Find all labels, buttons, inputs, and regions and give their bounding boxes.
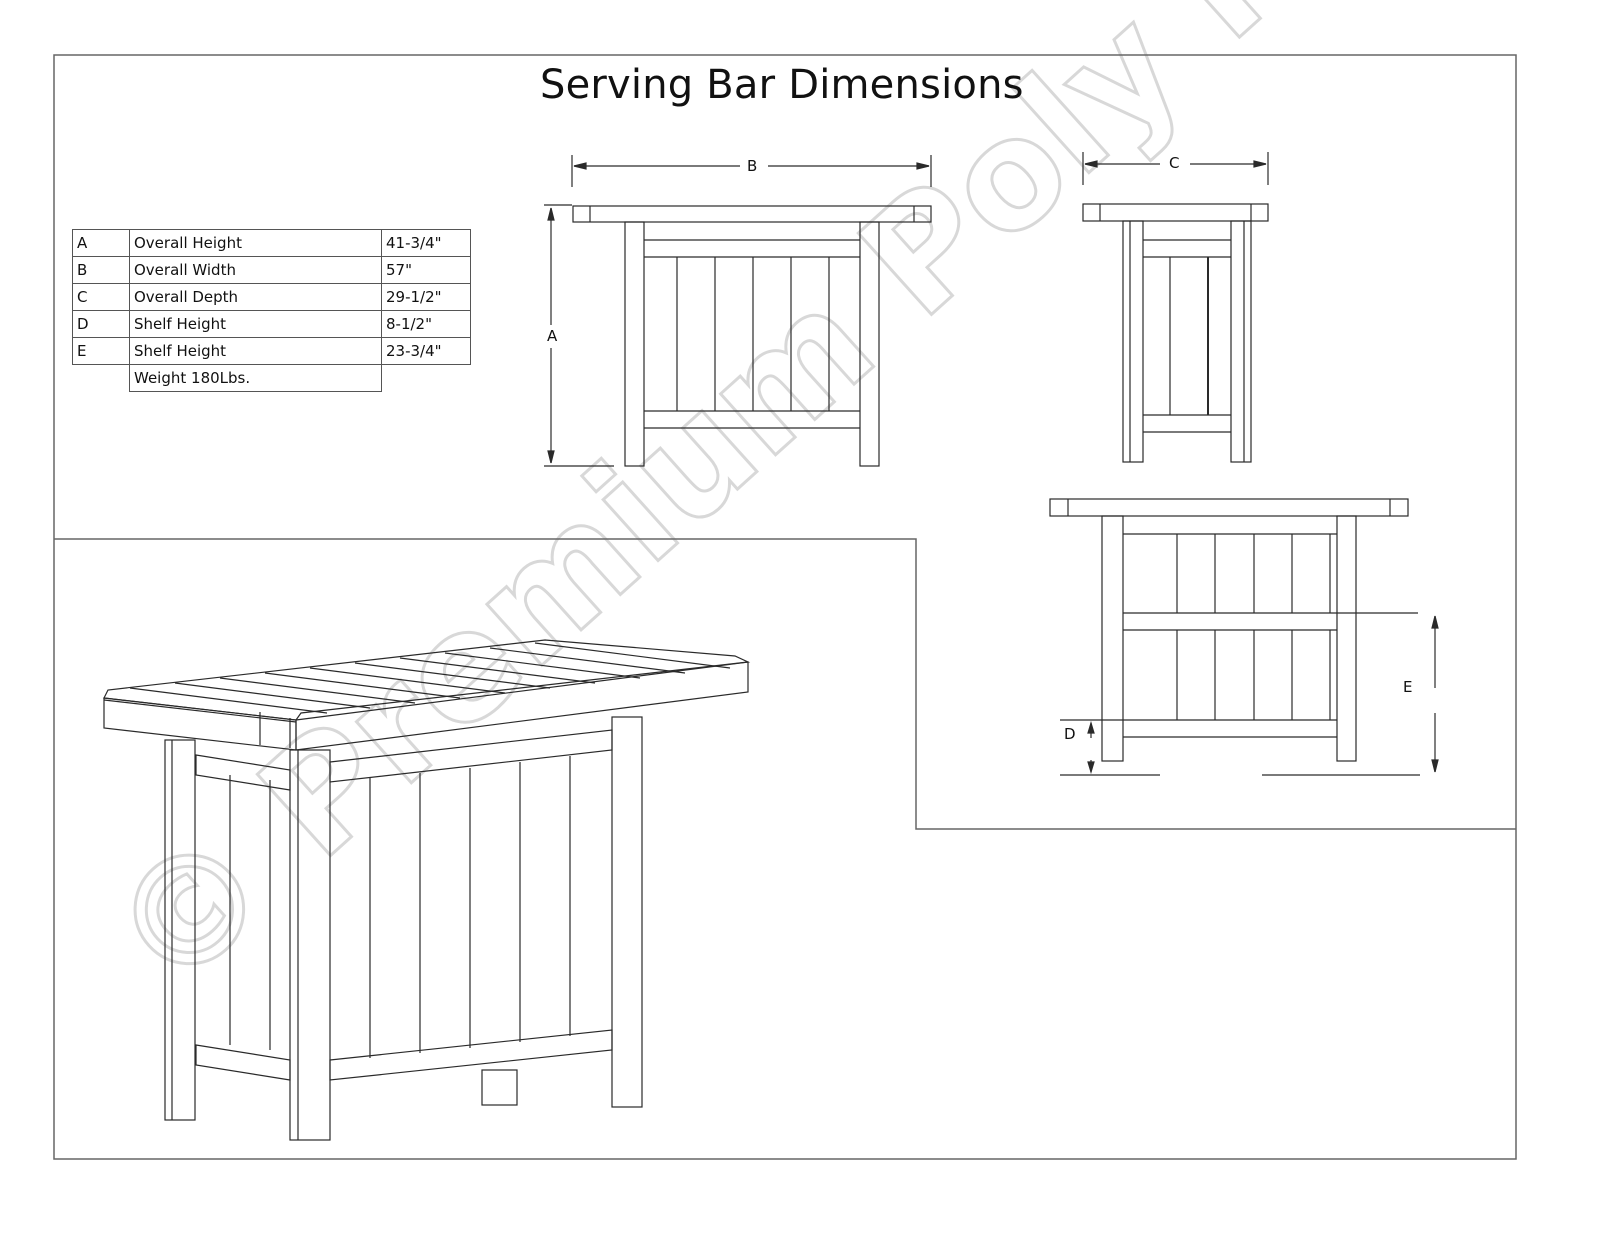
dim-label-b: B (744, 157, 761, 175)
dim-value: 41-3/4" (381, 229, 471, 257)
front-view (544, 155, 932, 467)
dim-label-d: D (1061, 725, 1079, 743)
table-row: A Overall Height 41-3/4" (72, 229, 471, 257)
dim-label: Shelf Height (129, 310, 382, 338)
dim-letter: D (72, 310, 130, 338)
sheet-border (53, 54, 1517, 1160)
dim-label-e: E (1400, 678, 1416, 696)
side-view (1082, 152, 1269, 463)
table-row: C Overall Depth 29-1/2" (72, 283, 471, 311)
dim-label: Overall Height (129, 229, 382, 257)
weight-row: Weight 180Lbs. (73, 364, 471, 392)
watermark: © Premium Poly Patios (76, 0, 1600, 1028)
dim-letter: E (72, 337, 130, 365)
dim-letter: C (72, 283, 130, 311)
dim-value: 23-3/4" (381, 337, 471, 365)
table-row: E Shelf Height 23-3/4" (72, 337, 471, 365)
dim-label-c: C (1166, 154, 1183, 172)
dim-value: 57" (381, 256, 471, 284)
section-view (1049, 498, 1439, 776)
dim-label: Overall Width (129, 256, 382, 284)
dimensions-table: A Overall Height 41-3/4" B Overall Width… (72, 229, 471, 392)
dim-letter: B (72, 256, 130, 284)
isometric-view (103, 639, 751, 1141)
table-row: B Overall Width 57" (72, 256, 471, 284)
dim-value: 8-1/2" (381, 310, 471, 338)
blank-cell (73, 365, 130, 392)
svg-text:© Premium Poly Patios: © Premium Poly Patios (78, 0, 1600, 1027)
dim-label-a: A (544, 327, 561, 345)
dim-value: 29-1/2" (381, 283, 471, 311)
page-title: Serving Bar Dimensions (540, 62, 1024, 108)
dim-label: Shelf Height (129, 337, 382, 365)
weight-label: Weight 180Lbs. (129, 364, 382, 392)
dim-label: Overall Depth (129, 283, 382, 311)
table-row: D Shelf Height 8-1/2" (72, 310, 471, 338)
dim-letter: A (72, 229, 130, 257)
blank-cell (382, 365, 471, 392)
